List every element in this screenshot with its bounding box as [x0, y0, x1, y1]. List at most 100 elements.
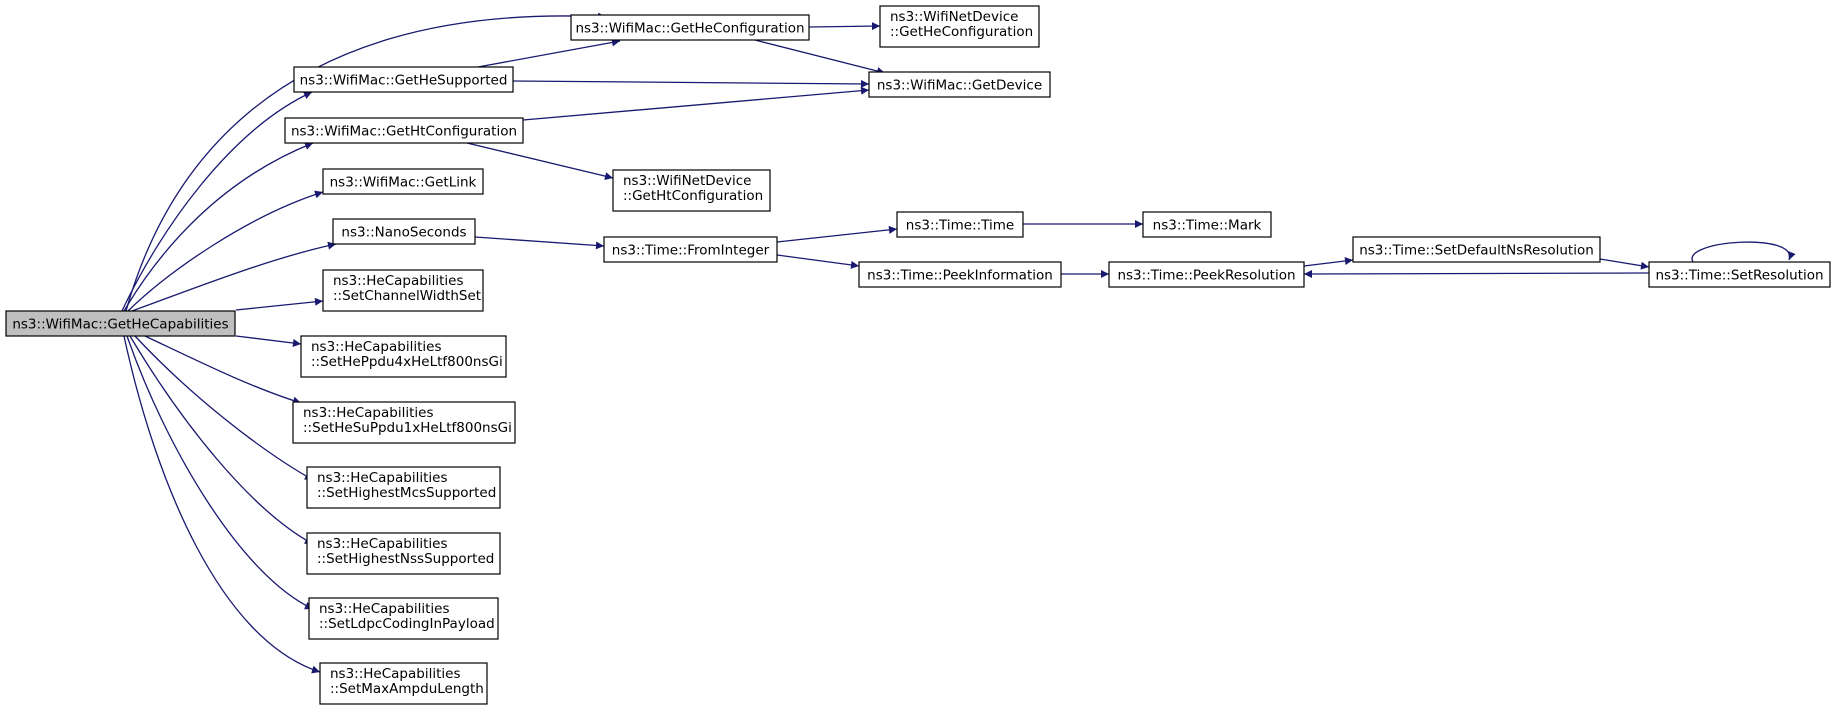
node-nanoSeconds[interactable]: ns3::NanoSeconds [332, 218, 476, 245]
node-label: ::SetLdpcCodingInPayload [319, 616, 495, 632]
node-label: ns3::WifiNetDevice [623, 173, 751, 189]
edge-getHeCapabilities-to-setChannelWidthSet [235, 297, 324, 311]
node-setDefaultNsRes[interactable]: ns3::Time::SetDefaultNsResolution [1352, 236, 1601, 263]
node-label: ::SetHeSuPpdu1xHeLtf800nsGi [303, 420, 512, 436]
node-label: ::GetHtConfiguration [623, 188, 763, 204]
node-label: ns3::Time::FromInteger [612, 243, 770, 259]
node-getDevice[interactable]: ns3::WifiMac::GetDevice [868, 71, 1051, 98]
node-label: ns3::Time::Mark [1153, 218, 1262, 234]
edge-getHeCapabilities-to-getHeConfiguration [125, 12, 607, 312]
node-label: ns3::WifiMac::GetHeConfiguration [575, 21, 804, 37]
node-label: ns3::Time::SetResolution [1655, 268, 1823, 284]
node-setChannelWidthSet[interactable]: ns3::HeCapabilities::SetChannelWidthSet [322, 269, 484, 312]
node-box [603, 236, 778, 263]
edge-getHeSupported-to-getHeConfiguration [477, 38, 621, 68]
node-box [319, 662, 488, 705]
edge-getHeSupported-to-getDevice [512, 79, 870, 88]
node-timeTime[interactable]: ns3::Time::Time [896, 211, 1024, 238]
node-label: ns3::HeCapabilities [303, 405, 433, 421]
node-box [570, 14, 810, 41]
node-label: ns3::Time::PeekResolution [1117, 268, 1295, 284]
node-netDevHeConfig[interactable]: ns3::WifiNetDevice::GetHeConfiguration [879, 5, 1040, 48]
node-peekResolution[interactable]: ns3::Time::PeekResolution [1108, 261, 1305, 288]
node-setResolution[interactable]: ns3::Time::SetResolution [1648, 261, 1831, 288]
node-label: ns3::WifiMac::GetHeCapabilities [12, 317, 228, 333]
node-setLdpc[interactable]: ns3::HeCapabilities::SetLdpcCodingInPayl… [308, 597, 499, 640]
node-setHePpdu4x[interactable]: ns3::HeCapabilities::SetHePpdu4xHeLtf800… [300, 335, 507, 378]
node-box [868, 71, 1051, 98]
node-label: ::GetHeConfiguration [890, 24, 1033, 40]
node-box [1648, 261, 1831, 288]
node-box [879, 5, 1040, 48]
edge-fromInteger-to-timeTime [776, 225, 898, 243]
edge-getHeConfiguration-to-netDevHeConfig [808, 22, 881, 31]
node-label: ::SetHePpdu4xHeLtf800nsGi [311, 354, 503, 370]
node-label: ns3::HeCapabilities [333, 273, 463, 289]
node-fromInteger[interactable]: ns3::Time::FromInteger [603, 236, 778, 263]
edge-peekResolution-to-setDefaultNsRes [1303, 257, 1354, 267]
node-setMaxAmpdu[interactable]: ns3::HeCapabilities::SetMaxAmpduLength [319, 662, 488, 705]
edge-setResolution-to-peekResolution [1303, 269, 1650, 278]
node-box [1352, 236, 1601, 263]
node-box [858, 261, 1062, 288]
node-box [1142, 211, 1272, 238]
node-label: ns3::WifiNetDevice [890, 9, 1018, 25]
node-getHeSupported[interactable]: ns3::WifiMac::GetHeSupported [293, 66, 514, 93]
node-label: ns3::WifiMac::GetLink [330, 175, 477, 191]
node-label: ::SetHighestMcsSupported [317, 485, 496, 501]
edge-getHeCapabilities-to-getHtConfiguration [123, 142, 314, 312]
node-label: ::SetMaxAmpduLength [330, 681, 484, 697]
node-timeMark[interactable]: ns3::Time::Mark [1142, 211, 1272, 238]
edge-getHeCapabilities-to-setHeSuPpdu1x [144, 335, 302, 405]
edge-getHeCapabilities-to-setHighestMcs [134, 335, 314, 481]
edge-getHeCapabilities-to-getHeSupported [121, 91, 313, 312]
node-box [308, 597, 499, 640]
edge-setResolution-to-setResolution [1691, 241, 1796, 263]
node-box [612, 169, 771, 212]
node-label: ns3::WifiMac::GetHeSupported [300, 73, 508, 89]
node-box [306, 532, 501, 575]
node-label: ns3::HeCapabilities [311, 339, 441, 355]
node-label: ns3::Time::PeekInformation [867, 268, 1053, 284]
edge-getHtConfiguration-to-getDevice [522, 86, 870, 121]
node-label: ns3::NanoSeconds [341, 225, 466, 241]
node-setHighestNss[interactable]: ns3::HeCapabilities::SetHighestNssSuppor… [306, 532, 501, 575]
node-box [322, 269, 484, 312]
node-box [1108, 261, 1305, 288]
edge-getHeConfiguration-to-getDevice [754, 39, 886, 75]
node-box [5, 310, 236, 337]
node-getHeCapabilities[interactable]: ns3::WifiMac::GetHeCapabilities [5, 310, 236, 337]
edge-getHeCapabilities-to-setHePpdu4x [235, 335, 302, 347]
node-getHtConfiguration[interactable]: ns3::WifiMac::GetHtConfiguration [284, 117, 524, 144]
node-getLink[interactable]: ns3::WifiMac::GetLink [322, 168, 484, 195]
edge-fromInteger-to-peekInformation [776, 254, 860, 269]
edge-getHeCapabilities-to-setLdpc [126, 335, 314, 610]
node-label: ns3::HeCapabilities [319, 601, 449, 617]
node-label: ::SetHighestNssSupported [317, 551, 494, 567]
node-label: ns3::Time::SetDefaultNsResolution [1359, 243, 1594, 259]
node-box [300, 335, 507, 378]
edges-layer [121, 12, 1796, 674]
edge-getHeCapabilities-to-setHighestNss [129, 335, 314, 545]
edge-getHeCapabilities-to-nanoSeconds [131, 241, 337, 312]
node-setHeSuPpdu1x[interactable]: ns3::HeCapabilities::SetHeSuPpdu1xHeLtf8… [292, 401, 516, 444]
node-box [292, 401, 516, 444]
edge-getHtConfiguration-to-netDevHtConfig [466, 142, 614, 181]
node-setHighestMcs[interactable]: ns3::HeCapabilities::SetHighestMcsSuppor… [306, 466, 501, 509]
edge-nanoSeconds-to-fromInteger [474, 236, 605, 250]
node-box [306, 466, 501, 509]
node-netDevHtConfig[interactable]: ns3::WifiNetDevice::GetHtConfiguration [612, 169, 771, 212]
nodes-layer: ns3::WifiMac::GetHeCapabilities ns3::Wifi… [5, 5, 1831, 705]
node-box [284, 117, 524, 144]
edge-setDefaultNsRes-to-setResolution [1599, 258, 1650, 270]
node-label: ns3::HeCapabilities [317, 536, 447, 552]
node-label: ns3::HeCapabilities [317, 470, 447, 486]
node-getHeConfiguration[interactable]: ns3::WifiMac::GetHeConfiguration [570, 14, 810, 41]
edge-getHeCapabilities-to-setMaxAmpdu [123, 335, 321, 674]
node-label: ns3::WifiMac::GetHtConfiguration [291, 124, 517, 140]
node-box [293, 66, 514, 93]
node-box [332, 218, 476, 245]
node-label: ns3::Time::Time [906, 218, 1014, 234]
node-peekInformation[interactable]: ns3::Time::PeekInformation [858, 261, 1062, 288]
